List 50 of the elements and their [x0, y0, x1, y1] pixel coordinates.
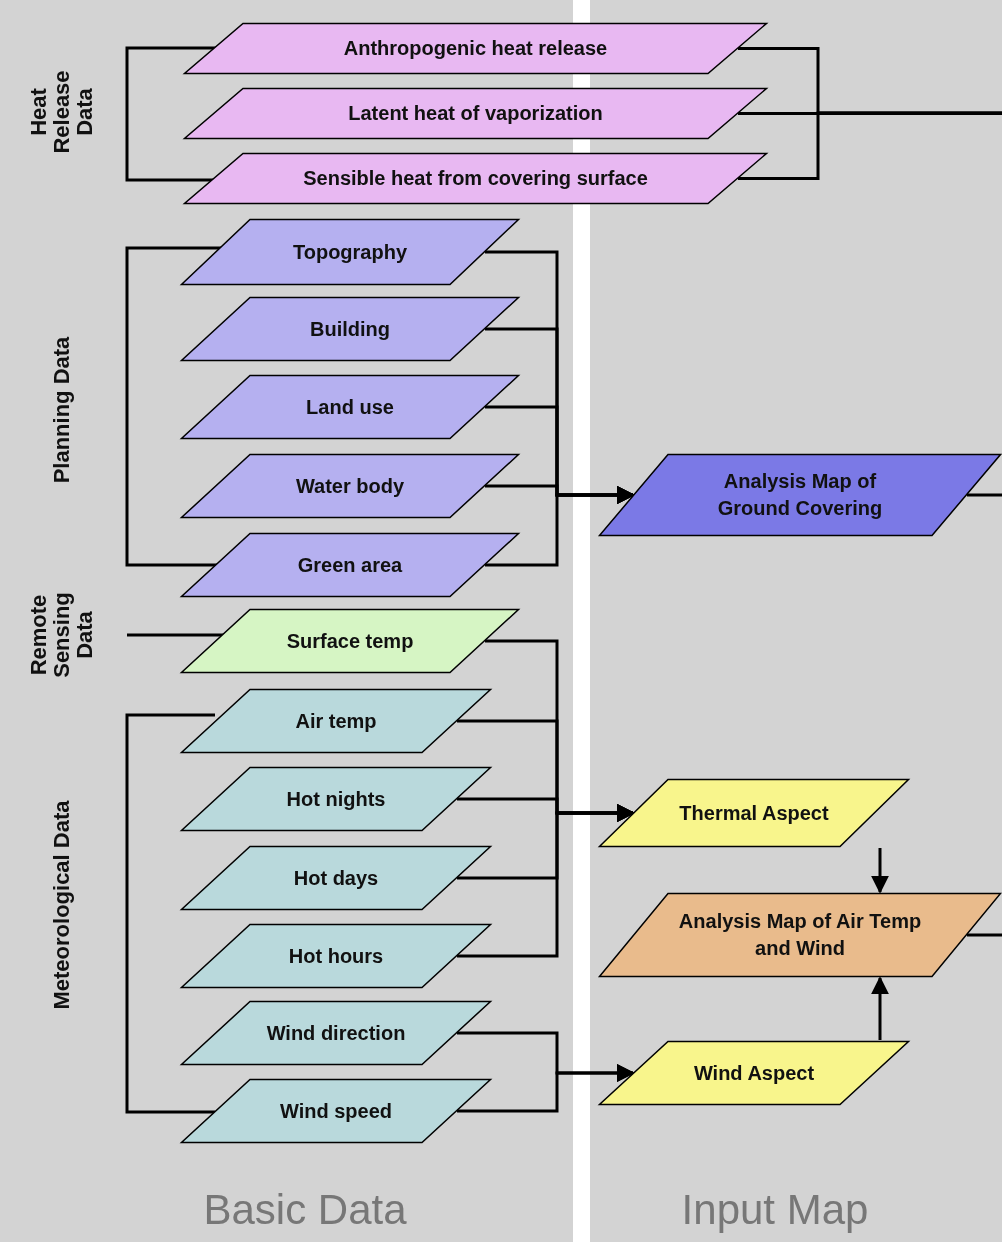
- connector-line: [967, 933, 1002, 937]
- data-parallelogram: [598, 1040, 910, 1106]
- arrow: [871, 976, 889, 1040]
- arrow: [871, 848, 889, 894]
- node-label: Anthropogenic heat release: [343, 36, 608, 61]
- data-parallelogram: [180, 766, 492, 832]
- node-label: Water body: [295, 473, 405, 499]
- node-label: Thermal Aspect: [679, 800, 829, 826]
- group-label: Meteorological Data: [50, 799, 74, 1012]
- node-label: Sensible heat from covering surface: [303, 166, 648, 191]
- node-label: Analysis Map of Air Temp and Wind: [677, 909, 923, 961]
- data-parallelogram: [180, 1078, 492, 1144]
- arrow: [457, 1064, 635, 1113]
- group-label: Heat Release Data: [27, 69, 97, 156]
- node-label: Wind direction: [266, 1020, 406, 1046]
- connector-line: [738, 111, 1002, 180]
- data-parallelogram: [180, 218, 520, 286]
- node-label: Wind Aspect: [693, 1060, 815, 1086]
- node-label: Hot nights: [286, 786, 386, 812]
- node-label: Hot days: [293, 865, 379, 891]
- column-title: Input Map: [681, 1186, 869, 1234]
- data-parallelogram: [598, 778, 910, 848]
- data-parallelogram: [598, 892, 1002, 978]
- connector-line: [967, 493, 1002, 497]
- node-label: Hot hours: [288, 943, 384, 969]
- data-parallelogram: [183, 87, 768, 140]
- node-label: Building: [310, 316, 390, 342]
- node-label: Green area: [297, 552, 403, 578]
- node-label: Topography: [292, 239, 408, 265]
- node-label: Surface temp: [286, 628, 414, 654]
- data-parallelogram: [180, 1000, 492, 1066]
- data-parallelogram: [180, 608, 520, 674]
- node-label: Wind speed: [279, 1098, 393, 1124]
- data-parallelogram: [598, 453, 1002, 537]
- node-label: Air temp: [295, 708, 377, 734]
- group-label: Planning Data: [50, 335, 74, 486]
- node-label: Land use: [306, 394, 394, 420]
- data-parallelogram: [180, 845, 492, 911]
- node-label: Latent heat of vaporization: [348, 101, 603, 126]
- group-label: Remote Sensing Data: [27, 591, 97, 680]
- data-parallelogram: [183, 152, 768, 205]
- data-parallelogram: [180, 923, 492, 989]
- data-parallelogram: [180, 374, 520, 440]
- column-title: Basic Data: [203, 1186, 407, 1234]
- data-parallelogram: [180, 688, 492, 754]
- node-label: Analysis Map of Ground Covering: [716, 469, 884, 521]
- data-parallelogram: [180, 532, 520, 598]
- data-parallelogram: [180, 453, 520, 519]
- data-parallelogram: [180, 296, 520, 362]
- data-parallelogram: [183, 22, 768, 75]
